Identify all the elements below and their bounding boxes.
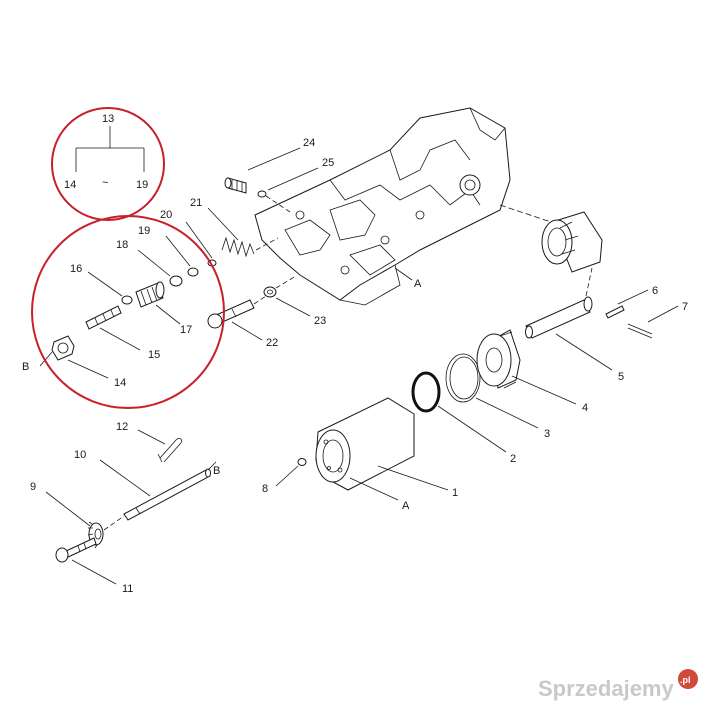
group-range-sep: ~ bbox=[102, 177, 108, 189]
group-range-from: 14 bbox=[64, 179, 76, 191]
part-17-valve-body bbox=[135, 281, 165, 308]
part-18-o-ring bbox=[169, 275, 183, 287]
callout-10: 10 bbox=[74, 449, 86, 461]
callout-17: 17 bbox=[180, 324, 192, 336]
part-24-fitting bbox=[224, 177, 247, 194]
callout-16: 16 bbox=[70, 263, 82, 275]
callout-9: 9 bbox=[30, 481, 36, 493]
part-4-piston bbox=[476, 329, 521, 389]
part-10-shaft bbox=[123, 468, 211, 521]
watermark-text: Sprzedajemy bbox=[538, 676, 674, 701]
callout-23: 23 bbox=[314, 315, 326, 327]
callout-8: 8 bbox=[262, 483, 268, 495]
group-parent-label: 13 bbox=[102, 113, 114, 125]
callout-11: 11 bbox=[122, 583, 133, 595]
lift-housing bbox=[254, 107, 511, 306]
part-1-cylinder bbox=[315, 397, 415, 491]
callout-1: 1 bbox=[452, 487, 458, 499]
part-3-backup-ring bbox=[445, 353, 481, 403]
callout-24: 24 bbox=[303, 137, 315, 149]
watermark-suffix: .pl bbox=[680, 675, 691, 685]
part-7-cotter bbox=[627, 323, 653, 339]
callout-25: 25 bbox=[322, 157, 334, 169]
cylinder-sleeve bbox=[541, 211, 603, 273]
part-14-nut bbox=[51, 335, 75, 361]
callout-15: 15 bbox=[148, 349, 160, 361]
part-11-bolt bbox=[55, 537, 97, 563]
part-19-o-ring bbox=[187, 267, 199, 277]
housing-label-a: A bbox=[414, 278, 422, 290]
callout-5: 5 bbox=[618, 371, 624, 383]
part-16-o-ring bbox=[121, 295, 133, 305]
callout-20: 20 bbox=[160, 209, 172, 221]
cylinder-label-a: A bbox=[402, 500, 410, 512]
callout-19: 19 bbox=[138, 225, 150, 237]
callout-6: 6 bbox=[652, 285, 658, 297]
sprzedajemy-watermark: Sprzedajemy .pl bbox=[538, 669, 698, 701]
callout-21: 21 bbox=[190, 197, 202, 209]
callout-18: 18 bbox=[116, 239, 128, 251]
group-13-bracket bbox=[75, 126, 145, 172]
part-15-spool bbox=[85, 305, 122, 330]
callout-3: 3 bbox=[544, 428, 550, 440]
callout-2: 2 bbox=[510, 453, 516, 465]
valve-assembly-highlight-ring bbox=[31, 215, 225, 409]
part-21-spring bbox=[221, 236, 255, 258]
part-22-pin bbox=[207, 299, 255, 329]
group-range-to: 19 bbox=[136, 179, 148, 191]
group-13-highlight-ring bbox=[51, 107, 165, 221]
watermark-dot bbox=[678, 669, 698, 689]
part-5-piston-rod bbox=[525, 296, 593, 339]
part-25-washer bbox=[257, 190, 267, 198]
part-12-split-pin bbox=[157, 437, 183, 463]
part-23-washer bbox=[263, 286, 277, 298]
callout-4: 4 bbox=[582, 402, 588, 414]
callout-7: 7 bbox=[682, 301, 688, 313]
part-6-pin bbox=[605, 305, 625, 319]
callout-14: 14 bbox=[114, 377, 126, 389]
callout-12: 12 bbox=[116, 421, 128, 433]
callout-22: 22 bbox=[266, 337, 278, 349]
shaft-label-b: B bbox=[213, 465, 220, 477]
part-8-o-ring bbox=[297, 458, 307, 466]
part-2-o-ring bbox=[411, 371, 441, 413]
nut-label-b: B bbox=[22, 361, 29, 373]
